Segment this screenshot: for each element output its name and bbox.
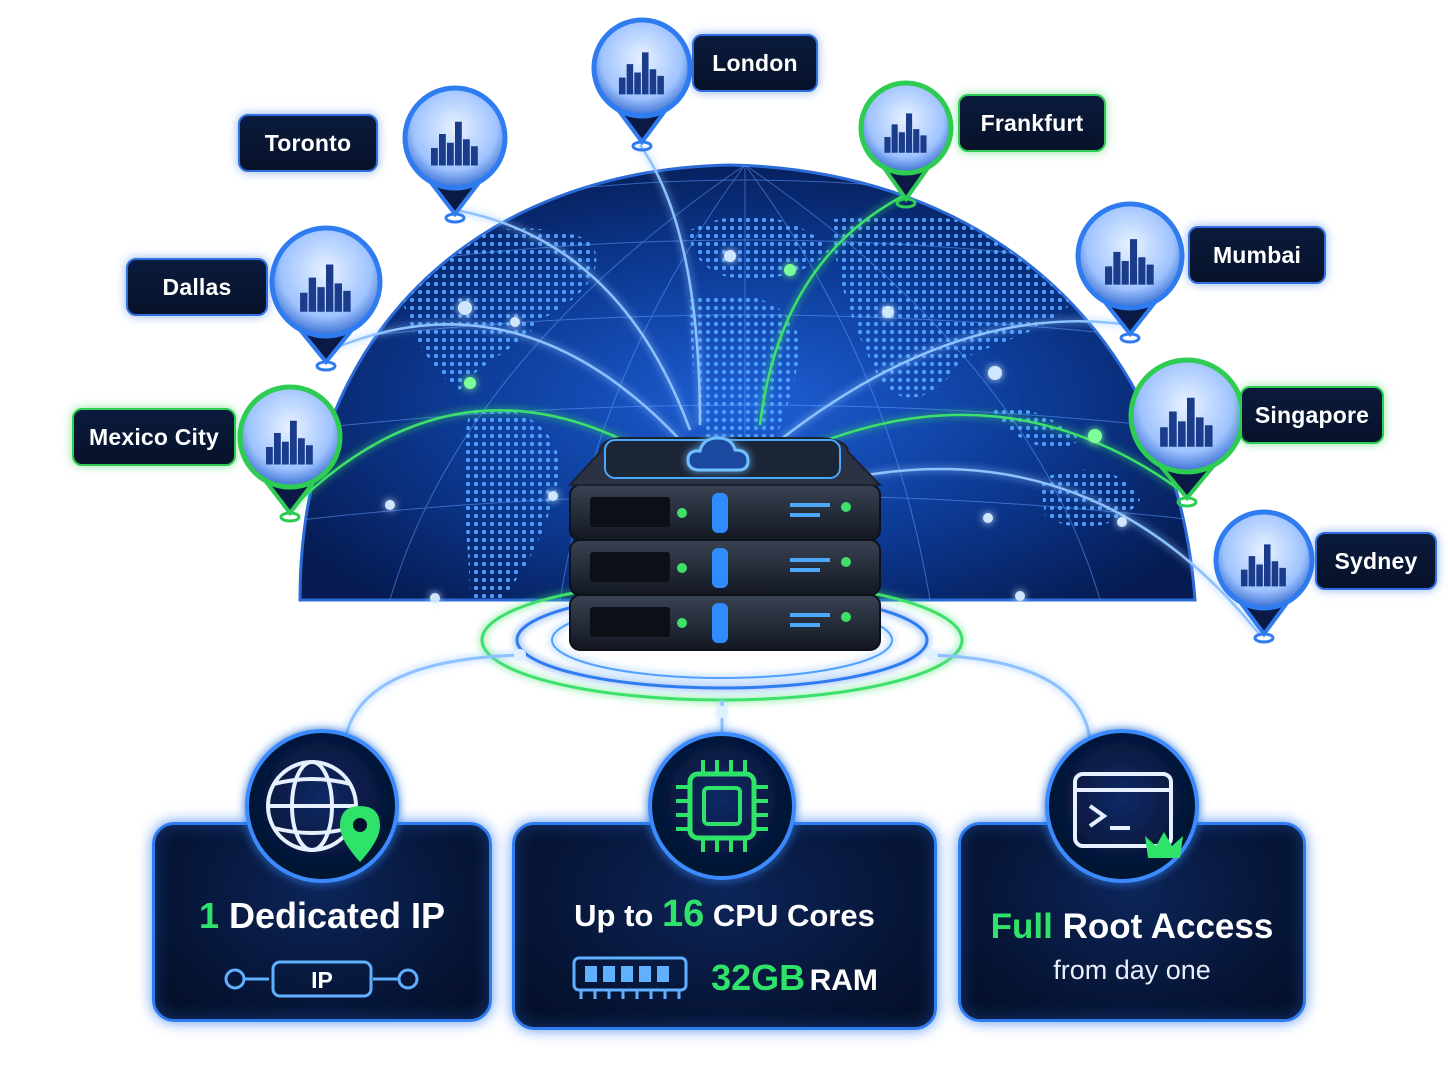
cpu-heading: Up to 16 CPU Cores <box>574 893 875 935</box>
ip-connector-text: IP <box>311 967 333 993</box>
feature-card-dedicated-ip: 1 Dedicated IP IP <box>152 822 492 1022</box>
city-label-london: London <box>692 34 818 92</box>
city-label-singapore: Singapore <box>1240 386 1384 444</box>
city-pin <box>237 384 343 523</box>
city-pin <box>858 80 954 209</box>
big-ben-icon <box>618 52 664 95</box>
city-label-dallas: Dallas <box>126 258 268 316</box>
city-label-sydney: Sydney <box>1315 532 1437 590</box>
ram-text: 32GB RAM <box>711 957 878 998</box>
city-pin <box>1128 357 1246 508</box>
city-pin <box>591 17 693 152</box>
connection-lines <box>289 144 1261 636</box>
ip-connector-icon: IP <box>224 960 419 998</box>
city-pin <box>1213 509 1315 644</box>
network-nodes <box>385 250 1127 603</box>
connector-nodes <box>514 649 938 718</box>
cathedral-icon <box>266 420 313 465</box>
server-stack-icon <box>567 436 883 651</box>
city-pin <box>1075 201 1185 344</box>
gateway-of-india-icon <box>1105 239 1154 285</box>
city-pin <box>402 85 508 224</box>
city-label-frankfurt: Frankfurt <box>958 94 1106 152</box>
reunion-tower-icon <box>300 264 351 312</box>
feature-card-root-access: Full Root Access from day one <box>958 822 1306 1022</box>
ram-row: 32GB RAM <box>515 953 934 1003</box>
city-pins <box>237 17 1315 644</box>
root-access-subtitle: from day one <box>1053 955 1211 985</box>
server-unit <box>569 539 881 596</box>
city-label-toronto: Toronto <box>238 114 378 172</box>
opera-house-icon <box>1240 544 1286 587</box>
dedicated-ip-heading: 1 Dedicated IP <box>198 895 446 936</box>
city-label-mexico-city: Mexico City <box>72 408 236 466</box>
marina-bay-sands-icon <box>1160 397 1213 447</box>
cn-tower-icon <box>431 121 478 166</box>
frankfurt-skyline-icon <box>884 113 927 153</box>
server-unit <box>569 594 881 651</box>
server-unit <box>569 484 881 541</box>
city-pin <box>269 225 383 372</box>
ram-module-icon <box>572 956 688 999</box>
city-label-mumbai: Mumbai <box>1188 226 1326 284</box>
feature-card-cpu: Up to 16 CPU Cores 32GB RAM <box>512 822 937 1030</box>
cloud-icon <box>686 436 750 472</box>
world-globe <box>298 163 1197 602</box>
root-access-heading: Full Root Access <box>990 907 1274 946</box>
